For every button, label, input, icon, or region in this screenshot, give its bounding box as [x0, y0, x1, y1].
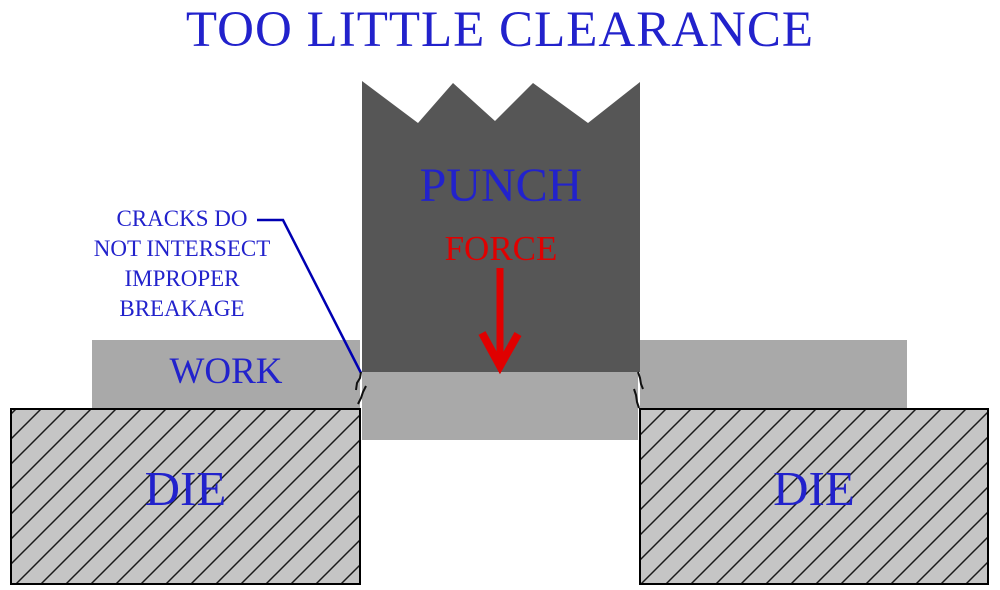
die-right-label: DIE — [773, 461, 855, 516]
force-label: FORCE — [444, 229, 558, 268]
force-arrow — [478, 268, 522, 375]
punch-shape — [362, 81, 640, 372]
diagram-title: TOO LITTLE CLEARANCE — [185, 2, 815, 58]
cracks-annotation-line-1: CRACKS DO — [116, 206, 248, 231]
work-left-shape — [92, 340, 360, 408]
work-slug-shape — [362, 372, 638, 440]
work-right-shape — [640, 340, 907, 408]
cracks-annotation-line-3: IMPROPER — [124, 266, 240, 291]
annotation-leader-line — [257, 218, 363, 374]
cracks-annotation-line-4: BREAKAGE — [119, 296, 245, 321]
cracks-annotation-line-2: NOT INTERSECT — [93, 236, 271, 261]
die-left-label: DIE — [144, 461, 227, 516]
work-label: WORK — [169, 351, 283, 392]
crack-marks-right — [633, 371, 644, 409]
punch-label: PUNCH — [419, 159, 583, 212]
die-right-shape — [639, 408, 989, 585]
crack-marks-left — [355, 371, 367, 405]
die-left-shape — [10, 408, 361, 585]
cracks-annotation: CRACKS DO NOT INTERSECT IMPROPER BREAKAG… — [72, 204, 292, 324]
